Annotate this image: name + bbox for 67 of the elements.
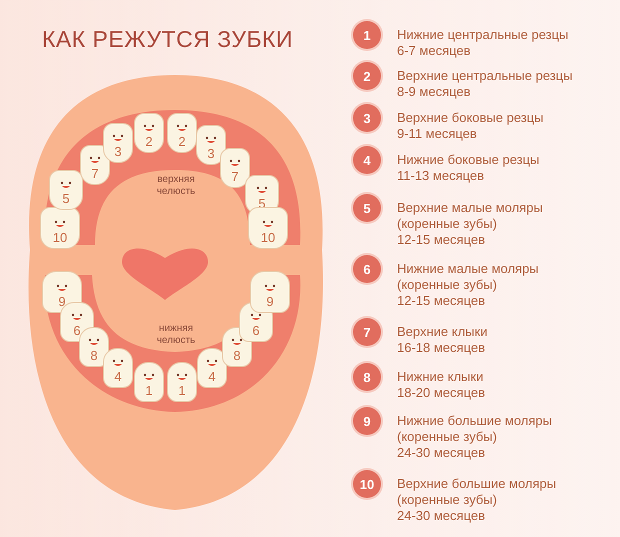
tooth-type-text: Верхние клыки xyxy=(397,324,488,340)
tooth-number: 3 xyxy=(114,144,122,159)
number-badge: 6 xyxy=(353,255,381,283)
tooth-type-text: (коренные зубы) xyxy=(397,277,498,293)
tooth-number: 5 xyxy=(62,191,70,206)
tooth xyxy=(220,148,250,188)
tooth-type-text: Нижние центральные резцы xyxy=(397,27,568,43)
tooth xyxy=(134,362,164,402)
title: КАК РЕЖУТСЯ ЗУБКИ xyxy=(42,26,293,53)
tooth-number: 6 xyxy=(73,323,81,338)
tooth xyxy=(40,207,80,249)
tooth-number: 7 xyxy=(231,169,239,184)
age-text: 24-30 месяцев xyxy=(397,508,486,524)
tooth-number: 6 xyxy=(252,323,260,338)
tooth-number: 7 xyxy=(91,166,99,181)
tooth-number: 1 xyxy=(178,383,186,398)
age-text: 12-15 месяцев xyxy=(397,293,486,309)
tooth-type-text: Нижние боковые резцы xyxy=(397,152,540,168)
tooth-type-text: Нижние большие моляры xyxy=(397,413,552,429)
number-badge: 3 xyxy=(353,104,381,132)
age-text: 11-13 месяцев xyxy=(397,168,486,184)
tooth xyxy=(167,362,197,402)
tooth-type-text: Нижние малые моляры xyxy=(397,261,539,277)
tooth-number: 9 xyxy=(266,294,274,309)
tooth xyxy=(103,123,133,163)
tooth xyxy=(134,113,164,153)
tooth-type-text: Верхние боковые резцы xyxy=(397,110,544,126)
age-text: 24-30 месяцев xyxy=(397,445,486,461)
tooth-type-text: Верхние малые моляры xyxy=(397,200,543,216)
tooth-number: 8 xyxy=(90,348,98,363)
age-text: 18-20 месяцев xyxy=(397,385,486,401)
tooth xyxy=(250,271,290,313)
tooth-type-text: (коренные зубы) xyxy=(397,216,498,232)
tooth-number: 4 xyxy=(114,369,122,384)
tooth-number: 1 xyxy=(145,383,153,398)
age-text: 9-11 месяцев xyxy=(397,126,478,142)
tooth-number: 10 xyxy=(52,230,68,245)
tooth-type-text: Нижние клыки xyxy=(397,369,484,385)
tooth-number: 10 xyxy=(260,230,276,245)
age-text: 12-15 месяцев xyxy=(397,232,486,248)
number-badge: 8 xyxy=(353,363,381,391)
age-text: 8-9 месяцев xyxy=(397,84,472,100)
tooth-type-text: (коренные зубы) xyxy=(397,429,498,445)
tooth xyxy=(167,113,197,153)
tooth-type-text: (коренные зубы) xyxy=(397,492,498,508)
tooth-number: 2 xyxy=(145,134,153,149)
age-text: 6-7 месяцев xyxy=(397,43,472,59)
tooth xyxy=(103,348,133,388)
tooth-type-text: Верхние большие моляры xyxy=(397,476,556,492)
number-badge: 9 xyxy=(353,407,381,435)
tooth-number: 9 xyxy=(58,294,66,309)
jaw-label: верхняя челюсть xyxy=(156,174,196,198)
tooth-number: 8 xyxy=(233,348,241,363)
number-badge: 1 xyxy=(353,21,381,49)
tooth xyxy=(49,170,83,210)
tooth-type-text: Верхние центральные резцы xyxy=(397,68,573,84)
number-badge: 7 xyxy=(353,318,381,346)
tooth-number: 2 xyxy=(178,134,186,149)
number-badge: 4 xyxy=(353,146,381,174)
tooth-number: 3 xyxy=(207,146,215,161)
tooth-number: 4 xyxy=(208,369,216,384)
jaw-label: нижняя челюсть xyxy=(156,323,196,347)
age-text: 16-18 месяцев xyxy=(397,340,486,356)
number-badge: 2 xyxy=(353,62,381,90)
tooth xyxy=(248,207,288,249)
number-badge: 5 xyxy=(353,194,381,222)
number-badge: 10 xyxy=(353,470,381,498)
